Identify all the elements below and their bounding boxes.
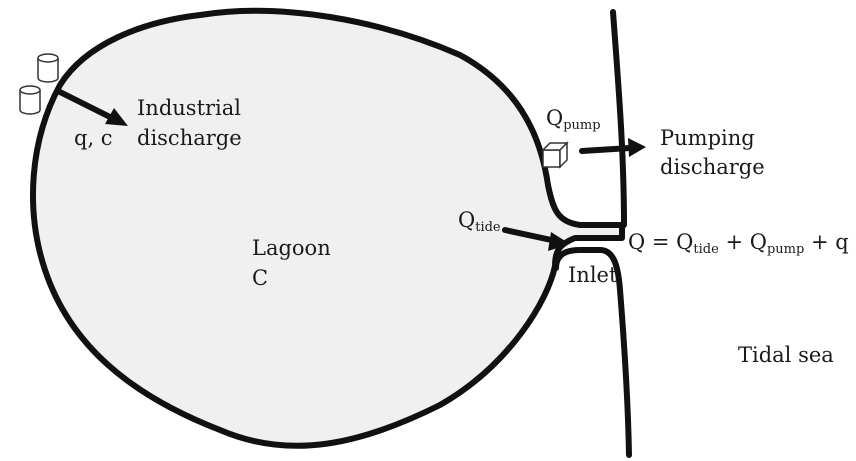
pumping-label-line2: discharge bbox=[660, 155, 765, 179]
discharge-rate-label: q, c bbox=[74, 126, 113, 150]
q-pump-main: Q bbox=[546, 106, 564, 130]
pumping-label-line1: Pumping bbox=[660, 126, 755, 150]
q-tide-main: Q bbox=[458, 208, 476, 232]
lagoon-label: Lagoon bbox=[252, 236, 331, 260]
inlet-label: Inlet bbox=[568, 263, 618, 287]
pump-icon bbox=[541, 141, 569, 169]
q-tide-label: Qtide bbox=[458, 208, 501, 235]
industrial-label-line1: Industrial bbox=[137, 96, 241, 120]
coastline-upper bbox=[610, 9, 627, 228]
coastline-lower bbox=[553, 247, 632, 458]
q-tide-sub: tide bbox=[475, 220, 501, 235]
eq-part3: + q bbox=[804, 230, 849, 254]
eq-part1: Q = Q bbox=[628, 230, 694, 254]
industrial-discharge-arrow bbox=[57, 89, 128, 126]
eq-part2: + Q bbox=[718, 230, 767, 254]
tidal-sea-label: Tidal sea bbox=[738, 343, 834, 367]
q-pump-sub: pump bbox=[563, 118, 601, 133]
tide-inflow-arrow bbox=[502, 227, 570, 251]
industrial-tanks-icon bbox=[19, 53, 59, 115]
q-pump-label: Qpump bbox=[546, 106, 601, 133]
flow-equation: Q = Qtide + Qpump + q bbox=[628, 230, 849, 257]
concentration-label: C bbox=[252, 266, 269, 290]
eq-sub-pump: pump bbox=[766, 242, 805, 257]
pumping-discharge-arrow bbox=[579, 138, 646, 157]
industrial-label-line2: discharge bbox=[137, 126, 242, 150]
lagoon-boundary bbox=[30, 7, 625, 449]
eq-sub-tide: tide bbox=[693, 242, 719, 257]
